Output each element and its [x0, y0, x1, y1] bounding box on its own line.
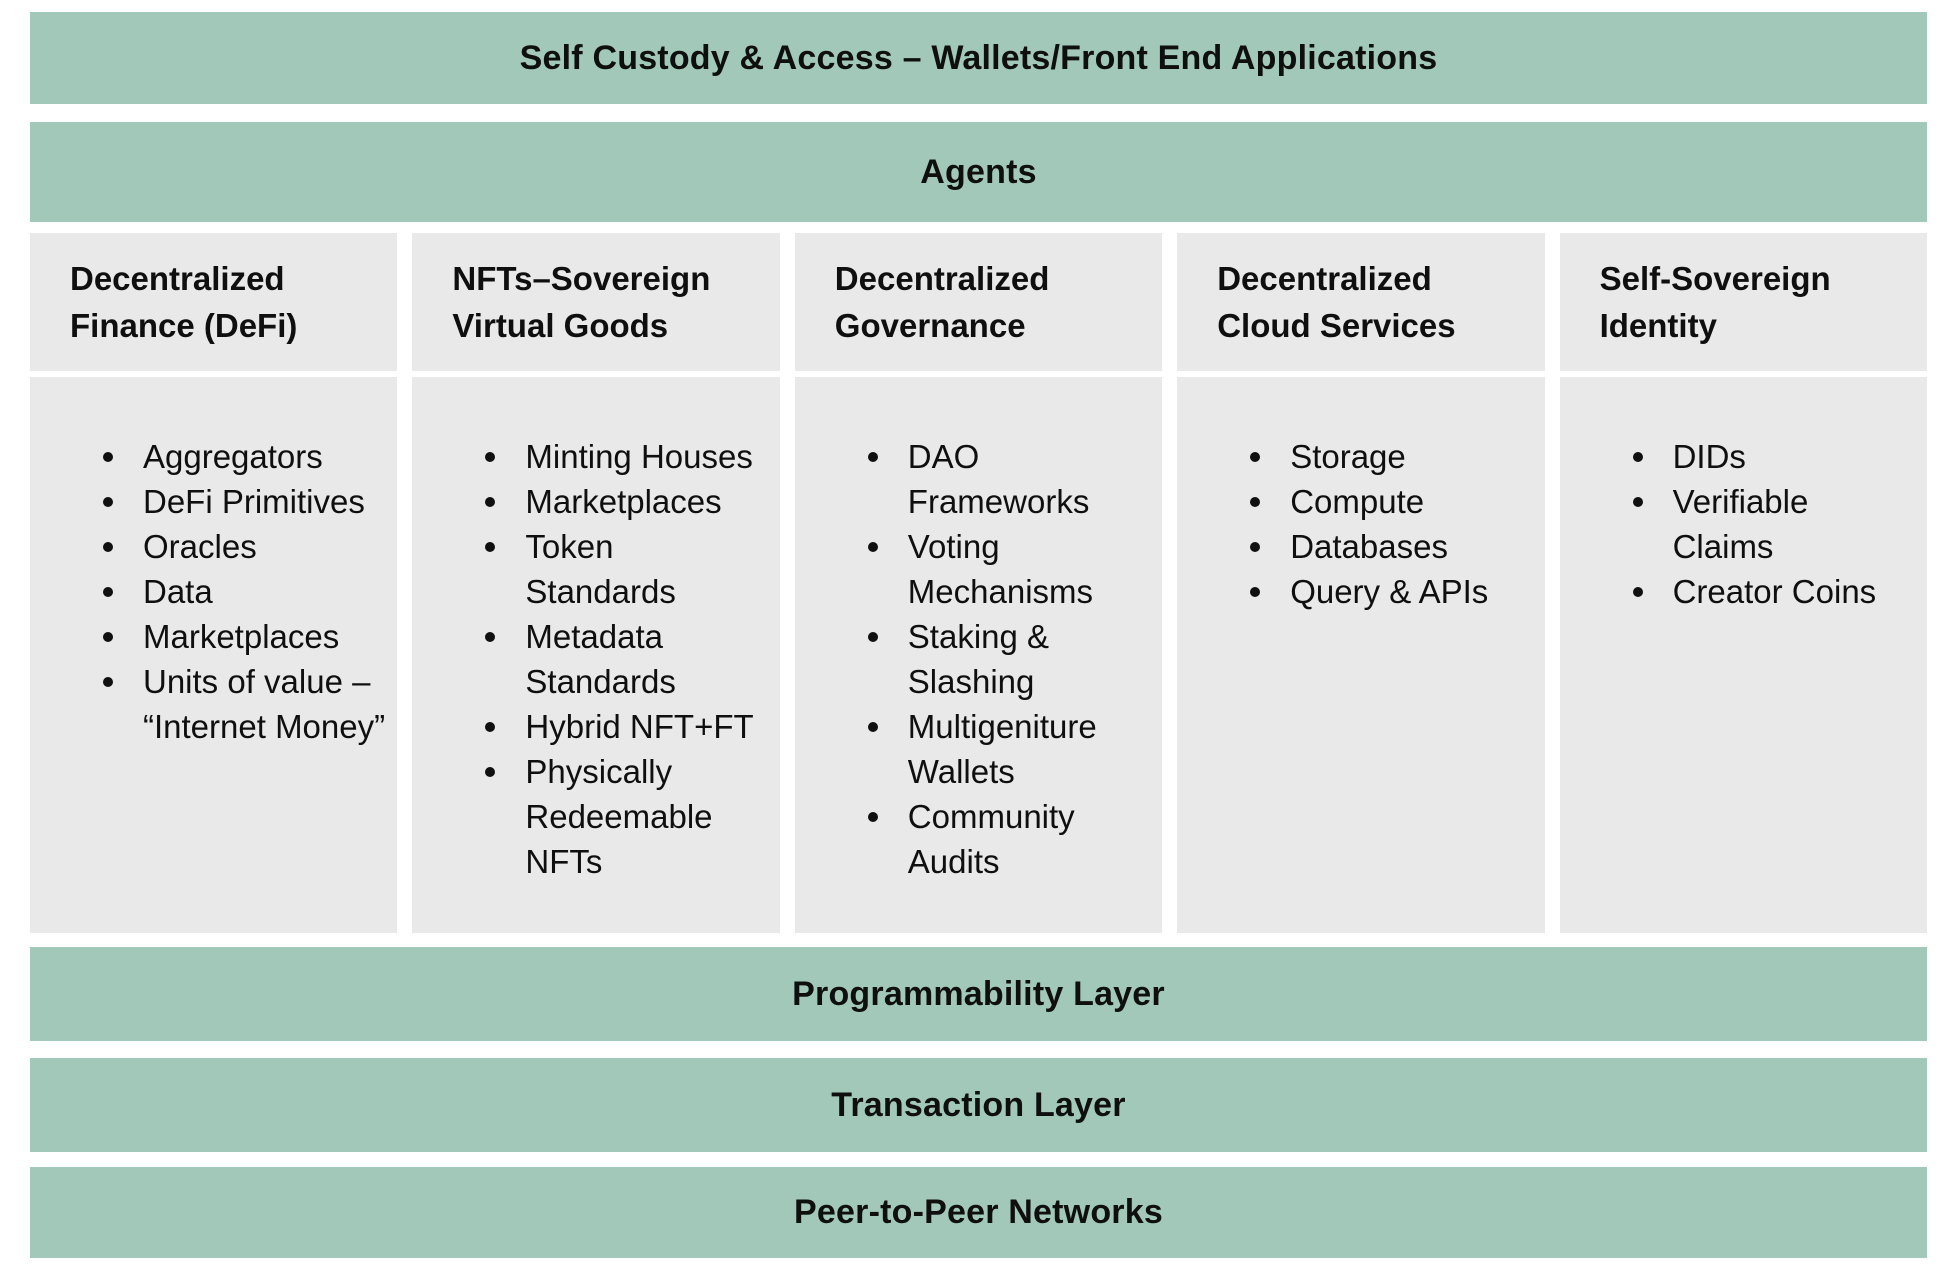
list-item: Physically Redeemable NFTs	[485, 749, 767, 884]
bullet-icon	[103, 497, 113, 507]
list-item: Creator Coins	[1632, 569, 1915, 614]
list-item: Metadata Standards	[485, 614, 767, 704]
bullet-icon	[1250, 542, 1261, 552]
bullet-list: Storage Compute Databases Query & APIs	[1250, 434, 1532, 614]
transaction-layer-bar: Transaction Layer	[30, 1058, 1927, 1152]
list-item: Units of value – “Internet Money”	[103, 659, 385, 749]
column-content-3: Storage Compute Databases Query & APIs	[1177, 377, 1545, 933]
bullet-icon	[1632, 587, 1643, 597]
column-header-label-1: NFTs–Sovereign Virtual Goods	[452, 260, 711, 344]
list-item: DeFi Primitives	[103, 479, 385, 524]
bullet-icon	[1632, 497, 1643, 507]
list-item: Marketplaces	[103, 614, 385, 659]
self-custody-access-label: Self Custody & Access – Wallets/Front En…	[519, 38, 1438, 77]
bullet-icon	[485, 542, 496, 552]
bullet-icon	[103, 587, 113, 597]
bullet-icon	[867, 722, 878, 732]
bullet-icon	[1250, 497, 1261, 507]
list-item: Compute	[1250, 479, 1532, 524]
list-item: Databases	[1250, 524, 1532, 569]
list-item: Multigeniture Wallets	[867, 704, 1150, 794]
bullet-icon	[485, 632, 496, 642]
bullet-list: Aggregators DeFi Primitives Oracles Data…	[103, 434, 385, 749]
column-header-label-3: Decentralized Cloud Services	[1217, 260, 1456, 344]
bullet-icon	[867, 632, 878, 642]
programmability-layer-label: Programmability Layer	[792, 974, 1165, 1013]
list-item: DIDs	[1632, 434, 1915, 479]
peer-to-peer-networks-bar: Peer-to-Peer Networks	[30, 1167, 1927, 1258]
list-item: Staking & Slashing	[867, 614, 1150, 704]
bullet-list: DAO Frameworks Voting Mechanisms Staking…	[867, 434, 1150, 884]
bullet-list: Minting Houses Marketplaces Token Standa…	[485, 434, 767, 884]
list-item: Data	[103, 569, 385, 614]
list-item: Aggregators	[103, 434, 385, 479]
list-item: Storage	[1250, 434, 1532, 479]
list-item: Verifiable Claims	[1632, 479, 1915, 569]
list-item: Minting Houses	[485, 434, 767, 479]
list-item: DAO Frameworks	[867, 434, 1150, 524]
bullet-icon	[485, 497, 496, 507]
agents-label: Agents	[920, 152, 1037, 191]
programmability-layer-bar: Programmability Layer	[30, 947, 1927, 1041]
bullet-icon	[103, 677, 113, 687]
bullet-icon	[1250, 452, 1261, 462]
column-header-2: Decentralized Governance	[794, 233, 1163, 371]
column-header-label-0: Decentralized Finance (DeFi)	[70, 260, 298, 344]
bullet-icon	[1250, 587, 1261, 597]
column-header-label-2: Decentralized Governance	[834, 260, 1050, 344]
list-item: Query & APIs	[1250, 569, 1532, 614]
bullet-icon	[867, 812, 878, 822]
bullet-icon	[867, 452, 878, 462]
list-item: Marketplaces	[485, 479, 767, 524]
column-content-1: Minting Houses Marketplaces Token Standa…	[412, 377, 780, 933]
column-content-4: DIDs Verifiable Claims Creator Coins	[1559, 377, 1927, 933]
bullet-icon	[867, 542, 878, 552]
bullet-icon	[485, 452, 496, 462]
column-content-2: DAO Frameworks Voting Mechanisms Staking…	[794, 377, 1163, 933]
column-header-3: Decentralized Cloud Services	[1177, 233, 1545, 371]
bullet-icon	[103, 542, 113, 552]
column-content-0: Aggregators DeFi Primitives Oracles Data…	[30, 377, 398, 933]
peer-to-peer-networks-label: Peer-to-Peer Networks	[794, 1193, 1163, 1231]
bullet-icon	[103, 452, 113, 462]
bullet-icon	[1632, 452, 1643, 462]
bullet-icon	[103, 632, 113, 642]
list-item: Hybrid NFT+FT	[485, 704, 767, 749]
bullet-icon	[485, 767, 496, 777]
agents-bar: Agents	[30, 122, 1927, 222]
column-header-0: Decentralized Finance (DeFi)	[30, 233, 398, 371]
bullet-list: DIDs Verifiable Claims Creator Coins	[1632, 434, 1915, 614]
list-item: Oracles	[103, 524, 385, 569]
list-item: Token Standards	[485, 524, 767, 614]
list-item: Community Audits	[867, 794, 1150, 884]
columns-grid: Decentralized Finance (DeFi) NFTs–Sovere…	[30, 233, 1927, 933]
column-header-4: Self-Sovereign Identity	[1559, 233, 1927, 371]
list-item: Voting Mechanisms	[867, 524, 1150, 614]
column-header-1: NFTs–Sovereign Virtual Goods	[412, 233, 780, 371]
self-custody-access-bar: Self Custody & Access – Wallets/Front En…	[30, 12, 1927, 104]
bullet-icon	[485, 722, 496, 732]
column-header-label-4: Self-Sovereign Identity	[1599, 260, 1831, 344]
transaction-layer-label: Transaction Layer	[831, 1085, 1126, 1124]
